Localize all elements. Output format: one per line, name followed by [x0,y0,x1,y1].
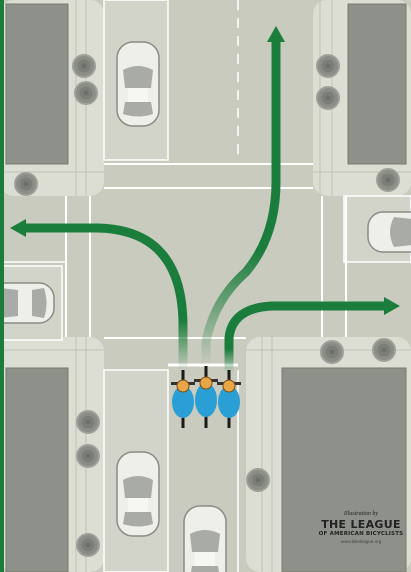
tree-icon [316,54,340,78]
tree-icon [72,54,96,78]
tree-icon [74,81,98,105]
credit-name: THE LEAGUE [321,518,401,531]
tree-icon [14,172,38,196]
car-icon [183,505,227,572]
tree-icon [376,168,400,192]
left-border [0,0,4,572]
straight-arrow-icon [201,40,281,366]
credit-by: Illustration by [343,511,379,517]
credit-sub: OF AMERICAN BICYCLISTS [318,531,404,537]
tree-icon [76,444,100,468]
building-top-right [347,3,407,165]
left-turn-arrow-icon [22,223,188,370]
building-top-left [5,3,69,165]
building-bottom-right [281,367,407,572]
credit-url: www.bikeleague.org [340,539,382,544]
building-bottom-left [5,367,69,572]
tree-icon [372,338,396,362]
credit-block: Illustration by THE LEAGUE OF AMERICAN B… [316,510,406,545]
right-turn-arrow-icon [224,301,386,372]
straight-arrowhead [267,26,285,42]
tree-icon [246,468,270,492]
tree-icon [76,410,100,434]
car-icon [116,451,160,537]
tree-icon [76,533,100,557]
car-icon [367,211,411,253]
left-turn-arrowhead [10,219,26,237]
right-turn-arrowhead [384,297,400,315]
cyclist-icon [171,370,195,428]
car-icon [116,41,160,127]
tree-icon [320,340,344,364]
tree-icon [316,86,340,110]
cyclist-icon [194,366,218,428]
movement-arrows [10,26,400,372]
car-icon [0,282,55,324]
cyclist-icon [217,370,241,428]
